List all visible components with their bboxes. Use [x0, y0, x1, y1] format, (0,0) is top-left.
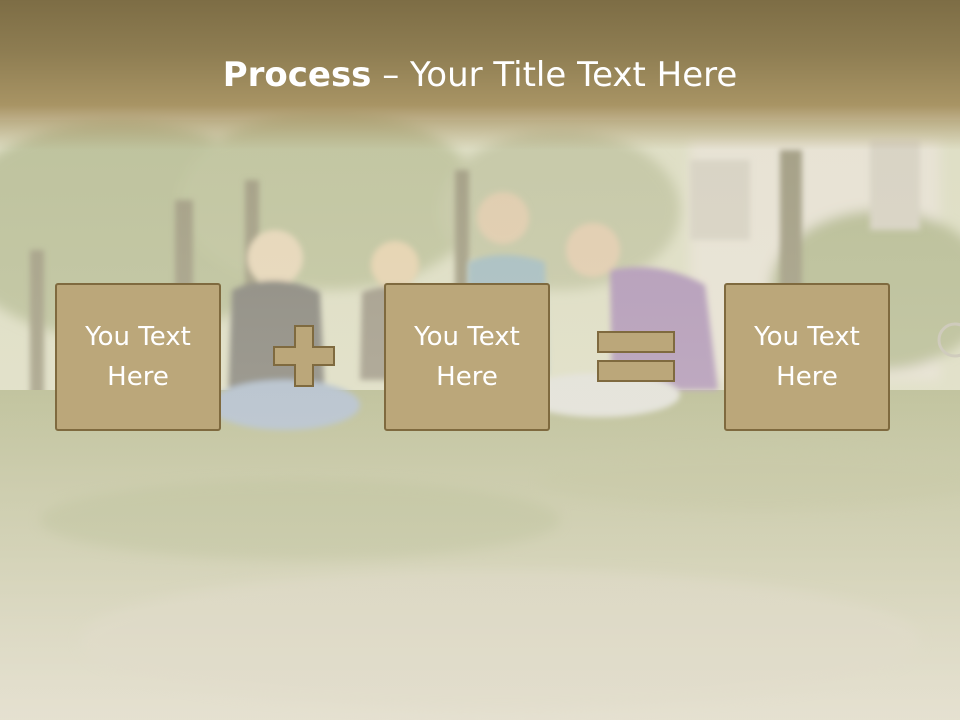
- process-box-1-label: You Text Here: [85, 322, 191, 392]
- process-box-2: You Text Here: [384, 283, 550, 431]
- equals-icon: [597, 331, 675, 382]
- process-box-3: You Text Here: [724, 283, 890, 431]
- process-box-2-label: You Text Here: [414, 322, 520, 392]
- plus-icon: [273, 325, 335, 387]
- slide-title: Process – Your Title Text Here: [0, 55, 960, 95]
- process-box-3-label: You Text Here: [754, 322, 860, 392]
- title-bar: [0, 0, 960, 150]
- title-rest: – Your Title Text Here: [371, 55, 738, 95]
- title-bold: Process: [222, 55, 372, 95]
- process-box-1: You Text Here: [55, 283, 221, 431]
